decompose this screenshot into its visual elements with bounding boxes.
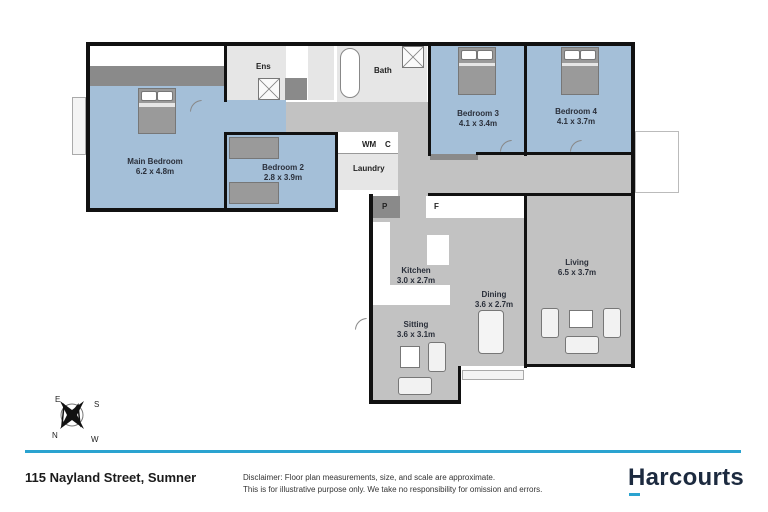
- armchair-icon: [428, 342, 446, 372]
- armchair-icon: [541, 308, 559, 338]
- wall: [369, 400, 461, 404]
- compass-n: N: [52, 431, 58, 440]
- wall: [524, 194, 527, 368]
- wall: [631, 192, 635, 368]
- wall: [224, 44, 227, 102]
- wall: [86, 42, 90, 212]
- bed-icon: [561, 47, 599, 95]
- coffee-table-icon: [400, 346, 420, 368]
- disclaimer-line-1: Disclaimer: Floor plan measurements, siz…: [243, 473, 496, 482]
- wall: [86, 208, 338, 212]
- dining-table-icon: [478, 310, 504, 354]
- wall: [428, 193, 633, 196]
- bed-icon: [138, 88, 176, 134]
- single-bed-icon: [229, 137, 279, 159]
- laundry-bench: [338, 134, 398, 154]
- logo-underline: [629, 493, 640, 496]
- kitchen-island: [427, 235, 449, 265]
- door-swing: [190, 100, 202, 112]
- wall: [526, 364, 635, 367]
- bath-shower-icon: [402, 46, 424, 68]
- wall: [335, 132, 338, 210]
- wall: [224, 132, 227, 210]
- room-wc: [308, 44, 334, 100]
- room-label-living: Living 6.5 x 3.7m: [557, 258, 597, 277]
- ensuite-cupboard: [285, 78, 307, 100]
- room-label-ensuite: Ens: [256, 62, 271, 71]
- wall: [631, 42, 635, 194]
- bed-icon: [458, 47, 496, 95]
- room-label-dining: Dining 3.6 x 2.7m: [474, 290, 514, 309]
- sofa-icon: [398, 377, 432, 395]
- wall: [524, 44, 527, 156]
- property-address: 115 Nayland Street, Sumner: [25, 470, 197, 485]
- disclaimer: Disclaimer: Floor plan measurements, siz…: [243, 472, 542, 496]
- wall: [428, 44, 431, 156]
- compass-rose: E S N W: [40, 395, 100, 445]
- footer-divider: [25, 450, 741, 453]
- hallway-vertical: [398, 102, 428, 212]
- cupboard-label: C: [385, 140, 391, 149]
- single-bed-icon: [229, 182, 279, 204]
- wall: [224, 132, 338, 135]
- door-swing: [570, 140, 582, 152]
- robe-area: [88, 44, 226, 68]
- room-label-sitting: Sitting 3.6 x 3.1m: [396, 320, 436, 339]
- compass-e: E: [55, 395, 61, 404]
- window: [72, 97, 86, 155]
- armchair-icon: [603, 308, 621, 338]
- fridge-space: [426, 196, 524, 218]
- wall: [369, 194, 373, 404]
- room-label-bedroom-2: Bedroom 2 2.8 x 3.9m: [262, 163, 304, 182]
- wardrobe: [88, 66, 226, 86]
- room-label-kitchen: Kitchen 3.0 x 2.7m: [396, 266, 436, 285]
- window: [462, 370, 524, 380]
- hallway-east: [428, 155, 633, 193]
- pantry-label: P: [382, 202, 388, 211]
- wall: [476, 152, 633, 155]
- wall: [458, 366, 461, 404]
- wall: [86, 42, 635, 46]
- door-swing: [500, 140, 512, 152]
- room-label-laundry: Laundry: [353, 164, 385, 173]
- kitchen-bench-west: [372, 222, 390, 296]
- room-label-bedroom-4: Bedroom 4 4.1 x 3.7m: [555, 107, 597, 126]
- shower-icon: [258, 78, 280, 100]
- door-swing: [355, 318, 367, 330]
- compass-s: S: [94, 400, 100, 409]
- main-bedroom-corridor: [226, 100, 286, 132]
- deck-outline: [635, 131, 679, 193]
- pantry: [372, 196, 400, 218]
- washing-machine-label: WM: [362, 140, 377, 149]
- room-label-main-bedroom: Main Bedroom 6.2 x 4.8m: [127, 157, 183, 176]
- room-label-bath: Bath: [374, 66, 392, 75]
- disclaimer-line-2: This is for illustrative purpose only. W…: [243, 485, 543, 494]
- compass-w: W: [91, 435, 99, 444]
- fridge-label: F: [434, 202, 439, 211]
- compass-icon: [60, 401, 84, 429]
- harcourts-logo: Harcourts: [628, 464, 745, 491]
- room-label-bedroom-3: Bedroom 3 4.1 x 3.4m: [457, 109, 499, 128]
- sofa-icon: [565, 336, 599, 354]
- kitchen-bench-south: [372, 285, 450, 305]
- coffee-table-icon: [569, 310, 593, 328]
- bathtub-icon: [340, 48, 360, 98]
